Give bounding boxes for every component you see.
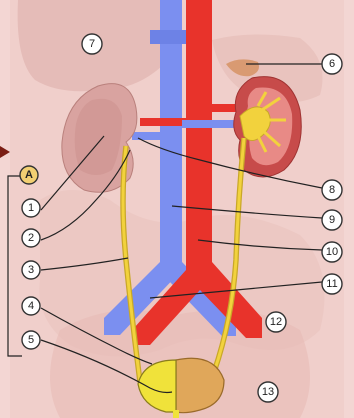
label-4: 4 <box>22 297 40 315</box>
svg-text:7: 7 <box>89 38 95 50</box>
svg-text:4: 4 <box>28 300 34 312</box>
svg-text:11: 11 <box>326 278 337 290</box>
label-9: 9 <box>322 210 342 230</box>
group-a-pointer <box>0 146 10 158</box>
renal-artery-right <box>212 104 236 112</box>
vena-cava-top <box>150 30 190 44</box>
svg-text:5: 5 <box>28 334 34 346</box>
label-1: 1 <box>22 199 40 217</box>
label-10: 10 <box>322 242 342 262</box>
svg-text:A: A <box>25 169 33 181</box>
svg-text:8: 8 <box>329 184 335 196</box>
renal-artery-left <box>140 118 186 126</box>
svg-text:12: 12 <box>270 316 282 328</box>
label-11: 11 <box>322 274 342 294</box>
label-12: 12 <box>266 312 286 332</box>
svg-text:6: 6 <box>329 58 335 70</box>
label-2: 2 <box>22 229 40 247</box>
svg-text:9: 9 <box>329 214 335 226</box>
label-13: 13 <box>258 382 278 402</box>
label-a: A <box>20 166 38 184</box>
vessel-stub-top <box>196 82 206 100</box>
svg-text:13: 13 <box>262 386 274 398</box>
label-3: 3 <box>22 261 40 279</box>
label-6: 6 <box>322 54 342 74</box>
svg-text:2: 2 <box>28 232 34 244</box>
urethra <box>173 410 179 418</box>
label-5: 5 <box>22 331 40 349</box>
svg-text:10: 10 <box>326 246 338 258</box>
renal-vein-right <box>182 120 236 128</box>
label-7: 7 <box>82 34 102 54</box>
renal-vein-left <box>132 132 160 140</box>
label-8: 8 <box>322 180 342 200</box>
svg-text:3: 3 <box>28 264 34 276</box>
svg-text:1: 1 <box>28 202 34 214</box>
